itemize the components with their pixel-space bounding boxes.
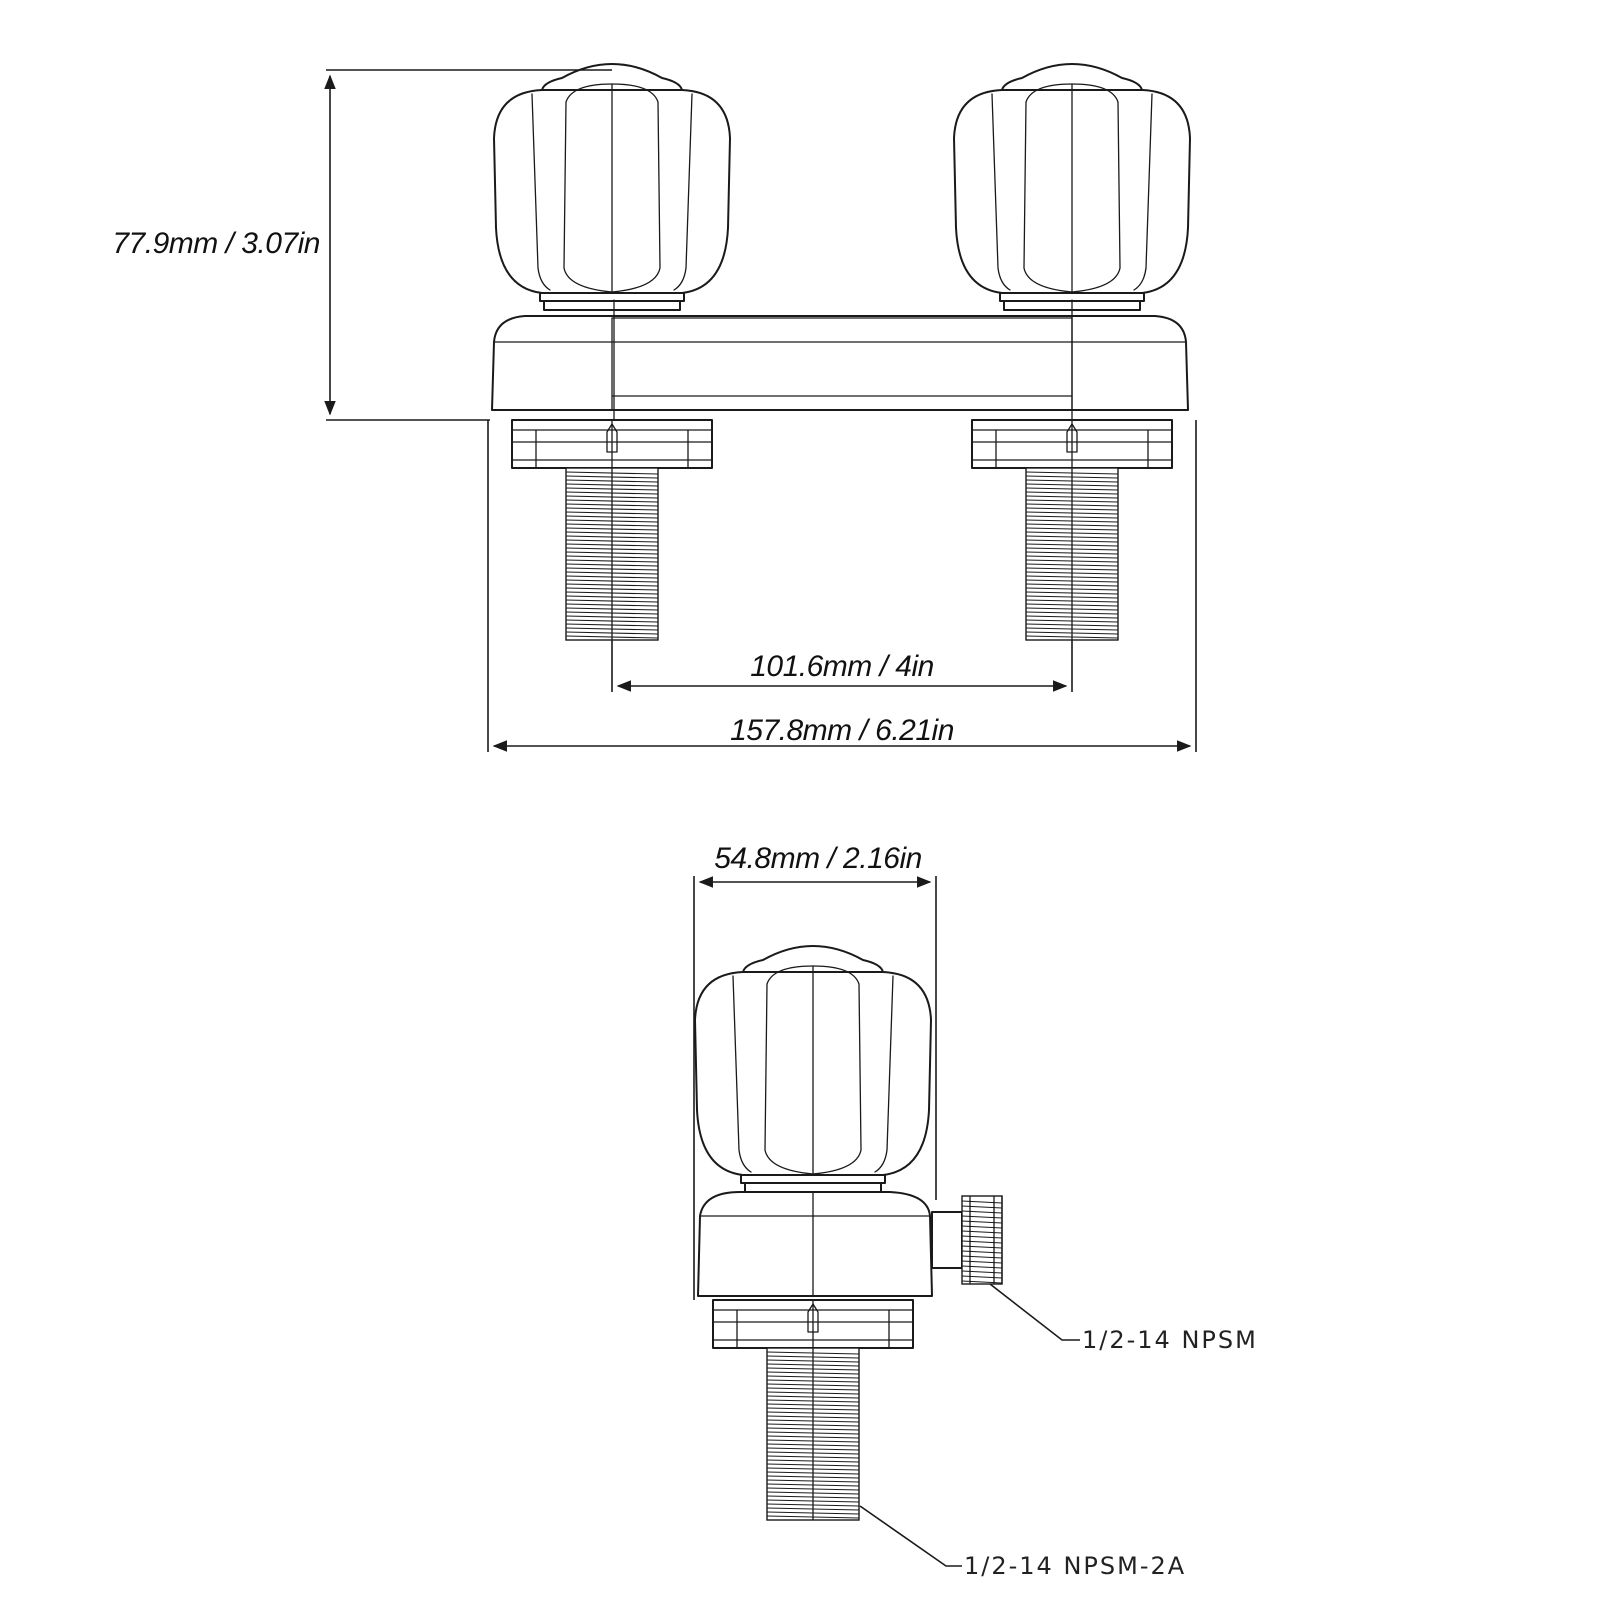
overall-width-dimension: 157.8mm / 6.21in bbox=[487, 420, 1197, 752]
faucet-base bbox=[491, 315, 1189, 411]
front-view bbox=[491, 63, 1191, 641]
left-handle bbox=[493, 63, 731, 311]
side-width-dimension: 54.8mm / 2.16in bbox=[693, 842, 937, 1300]
right-shank bbox=[971, 419, 1173, 641]
left-shank-threads bbox=[565, 471, 659, 639]
side-shank bbox=[712, 1299, 914, 1521]
side-body bbox=[697, 1191, 933, 1297]
outlet-fitting bbox=[931, 1195, 1003, 1285]
outlet-fitting-threads bbox=[961, 1200, 1003, 1284]
overall-width-label: 157.8mm / 6.21in bbox=[730, 714, 954, 747]
side-view bbox=[694, 945, 1003, 1521]
side-width-label: 54.8mm / 2.16in bbox=[714, 842, 922, 875]
side-handle bbox=[694, 945, 932, 1193]
left-shank bbox=[511, 419, 713, 641]
center-spacing-label: 101.6mm / 4in bbox=[750, 650, 934, 683]
shank-thread-callout: 1/2-14 NPSM-2A bbox=[859, 1505, 1186, 1580]
shank-thread-label: 1/2-14 NPSM-2A bbox=[964, 1552, 1186, 1580]
outlet-thread-label: 1/2-14 NPSM bbox=[1082, 1326, 1258, 1354]
side-shank-threads bbox=[766, 1351, 860, 1519]
height-dimension: 77.9mm / 3.07in bbox=[112, 69, 612, 421]
right-shank-threads bbox=[1025, 471, 1119, 639]
right-handle bbox=[953, 63, 1191, 311]
height-dimension-label: 77.9mm / 3.07in bbox=[112, 227, 320, 260]
center-spacing-dimension: 101.6mm / 4in bbox=[611, 640, 1073, 692]
outlet-thread-callout: 1/2-14 NPSM bbox=[989, 1283, 1258, 1354]
